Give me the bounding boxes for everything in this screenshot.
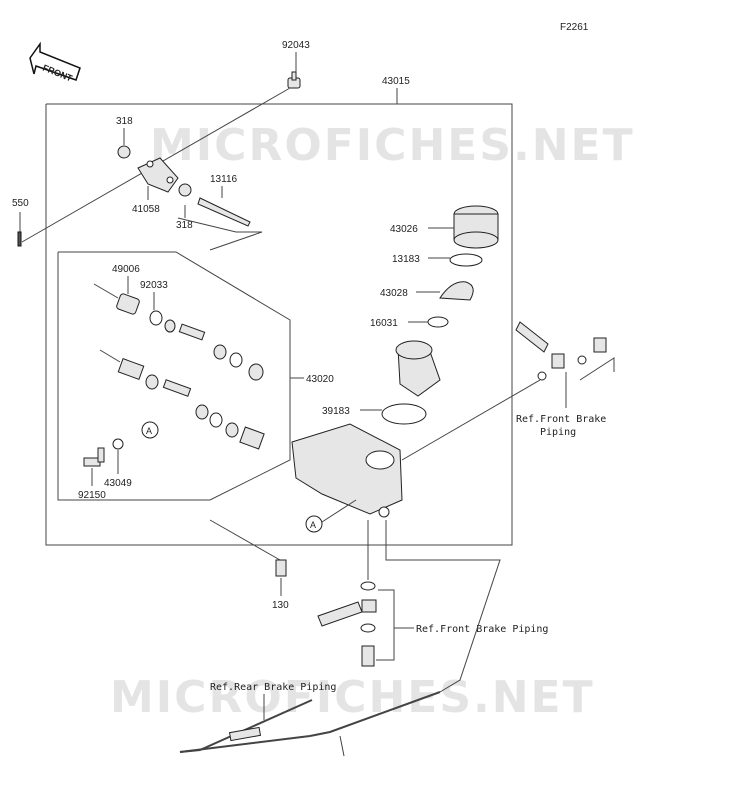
label-43020: 43020 bbox=[306, 374, 334, 385]
assembly-outline-43015 bbox=[45, 103, 513, 546]
reservoir-cap-43026-icon bbox=[453, 205, 499, 249]
label-130: 130 bbox=[272, 600, 289, 611]
boot-43028-icon bbox=[439, 281, 474, 301]
clamp-39183-icon bbox=[381, 403, 427, 425]
nut-318-bottom-icon bbox=[178, 183, 192, 197]
figure-code: F2261 bbox=[560, 22, 589, 33]
washer-16031-icon bbox=[427, 316, 449, 328]
bolt-130-icon bbox=[275, 559, 287, 577]
piston-row-2-icon bbox=[117, 358, 265, 450]
pushrod-13116-icon bbox=[197, 197, 251, 227]
callout-a-upper bbox=[141, 421, 159, 439]
watermark-top: MICROFICHES.NET bbox=[150, 120, 635, 171]
front-arrow-icon: FRONT bbox=[29, 41, 81, 84]
label-43015: 43015 bbox=[382, 76, 410, 87]
ref-rear-brake: Ref.Rear Brake Piping bbox=[210, 682, 336, 693]
label-13183: 13183 bbox=[392, 254, 420, 265]
kit-outline-43020 bbox=[57, 251, 291, 501]
diaphragm-13183-icon bbox=[449, 253, 483, 267]
label-13116: 13116 bbox=[210, 174, 238, 185]
label-43026: 43026 bbox=[390, 224, 418, 235]
label-41058: 41058 bbox=[132, 204, 160, 215]
banjo-fitting-lower-icon bbox=[317, 581, 377, 667]
bolt-92043-icon bbox=[287, 71, 301, 89]
callout-a-upper-text: A bbox=[146, 426, 152, 436]
label-92150: 92150 bbox=[78, 490, 106, 501]
reservoir-body-icon bbox=[395, 340, 441, 397]
nut-318-top-icon bbox=[117, 145, 131, 159]
rear-brake-pipe-icon bbox=[179, 691, 441, 757]
label-550: 550 bbox=[12, 198, 29, 209]
label-49006: 49006 bbox=[112, 264, 140, 275]
label-16031: 16031 bbox=[370, 318, 398, 329]
bolt-92150-icon bbox=[83, 447, 105, 467]
label-92033: 92033 bbox=[140, 280, 168, 291]
ref-front-brake-1-line1: Ref.Front Brake bbox=[516, 414, 606, 425]
pin-550-icon bbox=[17, 231, 22, 247]
label-43049: 43049 bbox=[104, 478, 132, 489]
piston-row-1-icon bbox=[116, 293, 264, 381]
clevis-41058-icon bbox=[137, 157, 179, 193]
ref-front-brake-2: Ref.Front Brake Piping bbox=[416, 624, 548, 635]
callout-a-lower bbox=[305, 515, 323, 533]
label-92043: 92043 bbox=[282, 40, 310, 51]
ref-front-brake-1-line2: Piping bbox=[540, 427, 576, 438]
label-39183: 39183 bbox=[322, 406, 350, 417]
callout-a-lower-text: A bbox=[310, 520, 316, 530]
banjo-bolt-right-icon bbox=[515, 321, 607, 381]
washer-43049-icon bbox=[112, 438, 124, 450]
label-43028: 43028 bbox=[380, 288, 408, 299]
watermark-bottom: MICROFICHES.NET bbox=[110, 672, 595, 723]
label-318-top: 318 bbox=[116, 116, 133, 127]
master-cylinder-icon bbox=[291, 423, 403, 518]
label-318-bottom: 318 bbox=[176, 220, 193, 231]
